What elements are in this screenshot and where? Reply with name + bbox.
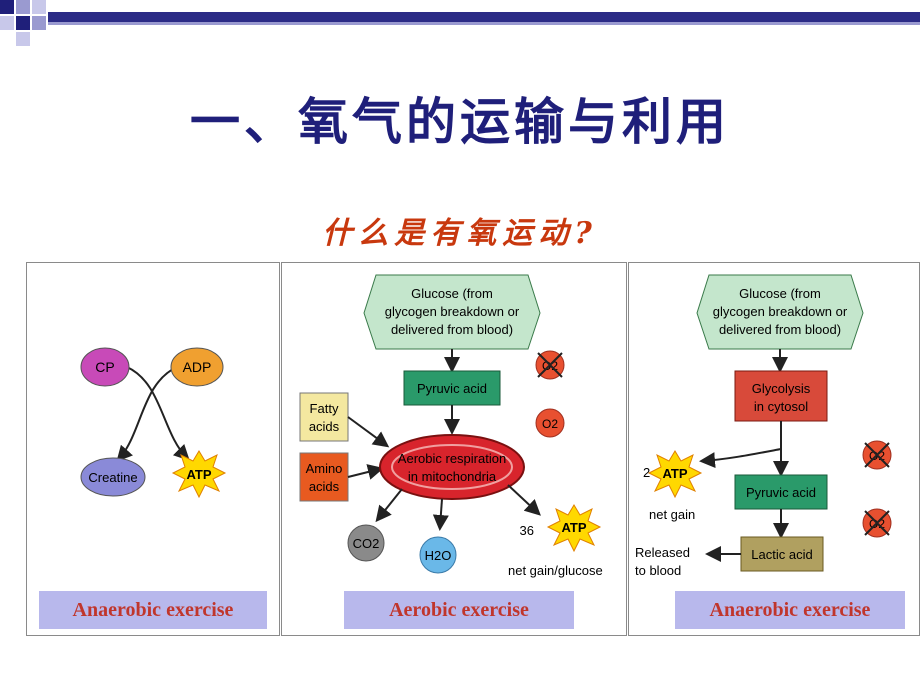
creatine-node bbox=[80, 457, 146, 497]
panel-aerobic: Glucose (from glycogen breakdown or deli… bbox=[281, 262, 627, 636]
caption-anaerobic-2: Anaerobic exercise bbox=[675, 591, 905, 629]
atp-label: ATP bbox=[662, 466, 687, 481]
atp-star-icon bbox=[171, 450, 227, 499]
adp-label: ADP bbox=[183, 359, 212, 375]
slide-subtitle: 什么是有氧运动? bbox=[322, 216, 598, 251]
net-gain-label: net gain/glucose bbox=[508, 563, 603, 578]
h2o-label: H2O bbox=[425, 548, 452, 563]
co2-node bbox=[347, 524, 385, 562]
atp-star-icon bbox=[546, 504, 602, 553]
caption-aerobic: Aerobic exercise bbox=[344, 591, 574, 629]
amino-line-2: acids bbox=[309, 479, 340, 494]
adp-node bbox=[170, 347, 224, 387]
glucose-line-3: delivered from blood) bbox=[719, 322, 841, 337]
released-line-2: to blood bbox=[635, 563, 681, 578]
atp-label: ATP bbox=[186, 467, 211, 482]
h2o-node bbox=[419, 536, 457, 574]
slide-title: 一、氧气的运输与利用 bbox=[190, 93, 730, 151]
atp-count-label: 36 bbox=[520, 523, 534, 538]
glycolysis-line-1: Glycolysis bbox=[752, 381, 811, 396]
amino-acids-box bbox=[299, 452, 349, 502]
mito-line-1: Aerobic respiration bbox=[398, 451, 506, 466]
lactic-box bbox=[740, 536, 824, 572]
glucose-line-1: Glucose (from bbox=[739, 286, 821, 301]
co2-label: CO2 bbox=[353, 536, 380, 551]
creatine-label: Creatine bbox=[88, 470, 137, 485]
fatty-acids-box bbox=[299, 392, 349, 442]
o2-label: O2 bbox=[542, 417, 558, 431]
glycolysis-box bbox=[734, 370, 828, 422]
released-line-1: Released bbox=[635, 545, 690, 560]
caption-anaerobic-1: Anaerobic exercise bbox=[39, 591, 267, 629]
net-gain-label: net gain bbox=[649, 507, 695, 522]
o2-icon bbox=[535, 408, 565, 438]
glucose-line-2: glycogen breakdown or bbox=[385, 304, 520, 319]
mito-line-2: in mitochondria bbox=[408, 469, 497, 484]
mitochondria-shape bbox=[379, 434, 525, 500]
pyruvic-box bbox=[403, 370, 501, 406]
panel-anaerobic-cp: CP ADP Creatine ATP Anaerobic exercise bbox=[26, 262, 280, 636]
glucose-shape bbox=[696, 274, 864, 350]
atp-label: ATP bbox=[561, 520, 586, 535]
glycolysis-diagram: Glucose (from glycogen breakdown or deli… bbox=[635, 274, 892, 578]
lactic-label: Lactic acid bbox=[751, 547, 812, 562]
amino-line-1: Amino bbox=[306, 461, 343, 476]
glucose-line-2: glycogen breakdown or bbox=[713, 304, 848, 319]
aerobic-diagram: Glucose (from glycogen breakdown or deli… bbox=[299, 274, 603, 578]
fatty-line-2: acids bbox=[309, 419, 340, 434]
pyruvic-box bbox=[734, 474, 828, 510]
atp-star-icon bbox=[647, 450, 703, 499]
atp-count-label: 2 bbox=[643, 465, 650, 480]
cp-diagram: CP ADP Creatine ATP bbox=[80, 347, 227, 499]
header-decoration bbox=[0, 0, 920, 46]
fatty-line-1: Fatty bbox=[310, 401, 339, 416]
pyruvic-label: Pyruvic acid bbox=[746, 485, 816, 500]
cp-node bbox=[80, 347, 130, 387]
glucose-line-1: Glucose (from bbox=[411, 286, 493, 301]
pyruvic-label: Pyruvic acid bbox=[417, 381, 487, 396]
glucose-shape bbox=[363, 274, 541, 350]
glycolysis-line-2: in cytosol bbox=[754, 399, 808, 414]
glucose-line-3: delivered from blood) bbox=[391, 322, 513, 337]
cp-label: CP bbox=[95, 359, 114, 375]
panel-anaerobic-glycolysis: Glucose (from glycogen breakdown or deli… bbox=[628, 262, 920, 636]
